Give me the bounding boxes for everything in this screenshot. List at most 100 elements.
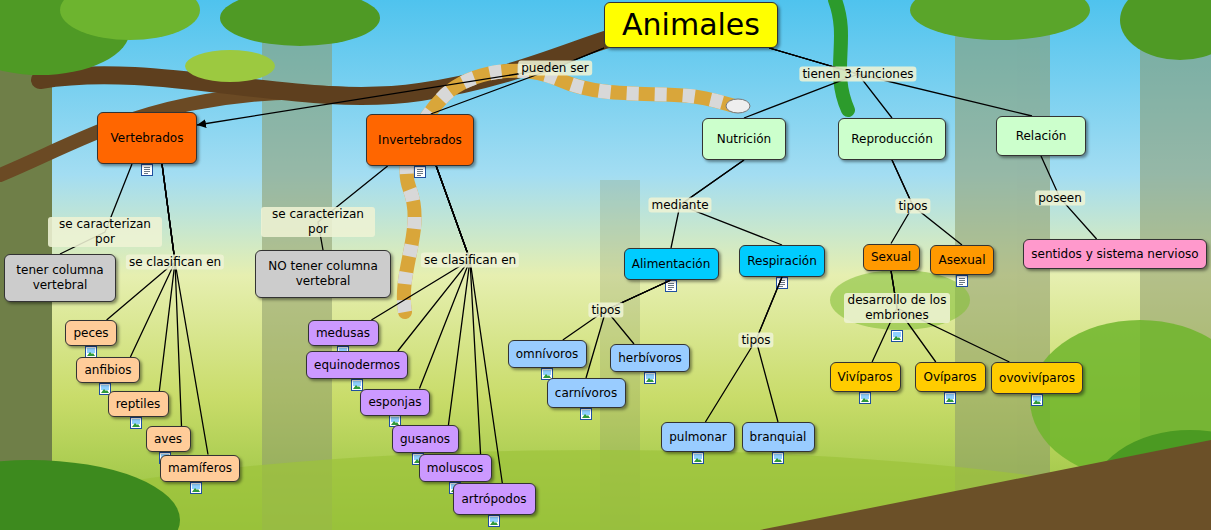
concept-text: moluscos — [427, 461, 483, 476]
connector-line — [892, 160, 962, 245]
linking-phrase: poseen — [1035, 191, 1085, 206]
concept-text: Respiración — [747, 254, 817, 269]
log — [760, 440, 1211, 530]
type-box: branquial — [742, 422, 815, 452]
image-icon — [773, 453, 784, 464]
concept-text: carnívoros — [555, 386, 617, 401]
leaf-cluster — [910, 0, 1090, 40]
concept-text: aves — [154, 432, 182, 447]
connector-line — [159, 164, 175, 391]
type-box: ovovivíparos — [991, 362, 1083, 394]
class-box: reptiles — [108, 391, 169, 417]
leaf-cluster — [185, 50, 275, 82]
bush — [830, 270, 970, 330]
concept-text: Relación — [1016, 129, 1067, 144]
class-box: gusanos — [392, 425, 459, 453]
group-box: Vertebrados — [97, 112, 197, 164]
feature-box: NO tener columna vertebral — [255, 250, 391, 298]
linking-phrase: tienen 3 funciones — [799, 67, 916, 82]
connector-line — [420, 166, 471, 389]
concept-text: equinodermos — [314, 358, 400, 373]
image-icon — [1032, 395, 1043, 406]
connector-line — [705, 277, 782, 422]
concept-text: gusanos — [400, 432, 450, 447]
class-box: aves — [146, 426, 191, 452]
concept-text: tener columna vertebral — [12, 263, 108, 293]
leaf-cluster — [220, 0, 380, 46]
concept-text: Ovíparos — [923, 370, 976, 385]
leaves — [0, 0, 1211, 82]
type-box: pulmonar — [661, 422, 735, 452]
concept-text: Invertebrados — [378, 133, 462, 148]
connector-line — [431, 48, 604, 114]
process-box: Respiración — [739, 245, 825, 277]
concept-text: NO tener columna vertebral — [263, 259, 383, 289]
snake-body — [404, 71, 735, 312]
concept-text: omnívoros — [516, 347, 579, 362]
function-box: Nutrición — [702, 118, 786, 160]
linking-phrase: se clasifican en — [421, 253, 519, 268]
concept-text: anfibios — [84, 363, 131, 378]
image-icon — [131, 418, 142, 429]
linking-phrase: mediante — [648, 198, 711, 213]
linking-phrase: desarrollo de los embriones — [844, 293, 950, 323]
image-icon — [191, 483, 202, 494]
snake-head — [726, 99, 750, 113]
concept-text: reptiles — [116, 397, 161, 412]
connector-line — [162, 164, 208, 455]
image-icon — [645, 373, 656, 384]
class-box: anfibios — [76, 357, 140, 383]
concept-text: Alimentación — [632, 257, 711, 272]
concept-text: pulmonar — [669, 430, 726, 445]
image-icon — [860, 393, 871, 404]
class-box: artrópodos — [453, 483, 536, 515]
type-box: carnívoros — [547, 378, 626, 408]
linking-phrase: se caracterizan por — [261, 207, 375, 237]
resource-icons — [86, 165, 1043, 527]
class-box: peces — [65, 320, 117, 346]
concept-text: Sexual — [871, 250, 911, 265]
connector-line — [162, 164, 182, 426]
concept-text: Vivíparos — [838, 370, 893, 385]
image-icon — [489, 516, 500, 527]
feature-box: tener columna vertebral — [4, 254, 116, 302]
connector-line — [769, 48, 1032, 116]
snake-pattern — [404, 71, 735, 312]
green-snake — [835, 0, 848, 110]
connector-line — [769, 48, 892, 118]
bush — [0, 460, 180, 530]
concept-text: ovovivíparos — [999, 371, 1075, 386]
concept-text: herbívoros — [618, 351, 682, 366]
feature-box: sentidos y sistema nervioso — [1023, 239, 1207, 269]
concept-text: peces — [73, 326, 108, 341]
title-text: Animales — [622, 6, 760, 44]
class-box: mamíferos — [160, 455, 240, 482]
linking-phrase: tipos — [895, 199, 930, 214]
connector-line — [436, 166, 480, 454]
class-box: medusas — [308, 320, 379, 346]
function-box: Relación — [996, 116, 1086, 156]
image-icon — [945, 393, 956, 404]
concept-text: artrópodos — [461, 492, 526, 507]
image-icon — [892, 331, 903, 342]
title-box: Animales — [604, 2, 778, 48]
connector-line — [563, 280, 671, 340]
linking-phrase: pueden ser — [518, 61, 592, 76]
group-box: Invertebrados — [366, 114, 474, 166]
class-box: moluscos — [419, 454, 492, 482]
concept-text: mamíferos — [168, 461, 232, 476]
function-box: Reproducción — [838, 118, 946, 160]
document-icon — [415, 167, 426, 178]
type-box: Sexual — [863, 244, 920, 271]
type-box: Vivíparos — [830, 362, 901, 392]
image-icon — [581, 409, 592, 420]
class-box: equinodermos — [306, 351, 408, 379]
linking-phrase: se clasifican en — [126, 255, 224, 270]
concept-text: Reproducción — [851, 132, 933, 147]
concept-text: branquial — [750, 430, 807, 445]
concept-text: esponjas — [368, 395, 421, 410]
connector-line — [436, 166, 470, 425]
concept-text: Asexual — [938, 253, 985, 268]
image-icon — [352, 380, 363, 391]
process-box: Alimentación — [624, 248, 719, 280]
